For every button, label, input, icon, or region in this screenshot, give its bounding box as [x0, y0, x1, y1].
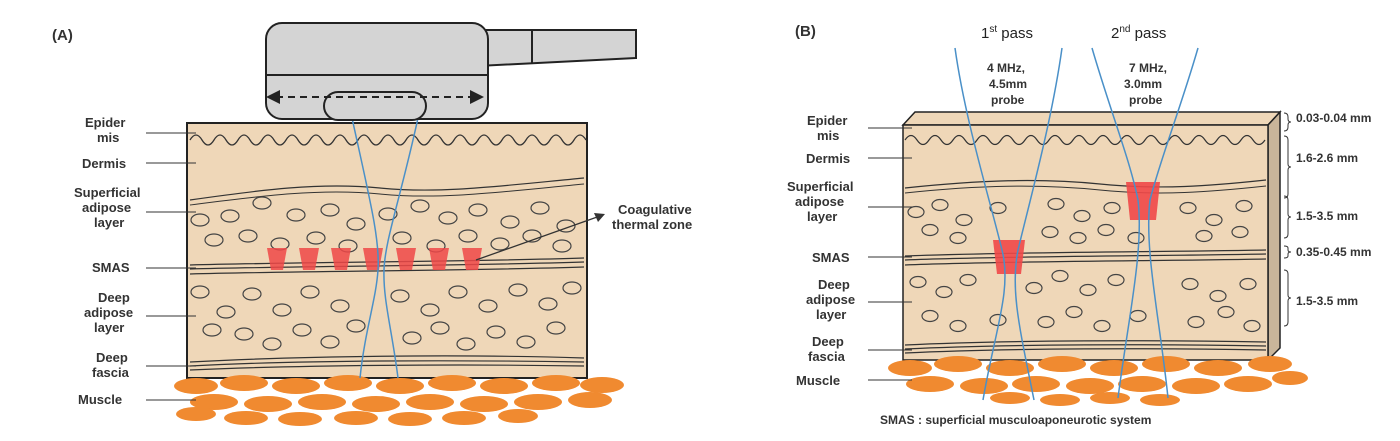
panel-b-label: (B): [795, 23, 816, 40]
b-label-deep-adipose: Deep: [818, 277, 850, 292]
panel-b-epidermis-line: [904, 134, 1266, 146]
panel-b-dermis-boundary-2: [904, 185, 1267, 194]
panel-a-transducer: [265, 22, 637, 121]
panel-b: (B) 1st pass 2nd pass 4 MHz, 4.5mm probe…: [787, 23, 1371, 427]
panel-b-skin-front-face: [902, 124, 1269, 361]
panel-a-leader-lines: [146, 132, 196, 401]
measure-epidermis: 0.03-0.04 mm: [1296, 111, 1371, 125]
panel-b-deep-fat-cells: [909, 269, 1261, 333]
pass1-probe-line1: 4 MHz,: [987, 61, 1025, 75]
panel-a-skin-block: [186, 122, 588, 379]
b-label-superficial: Superficial: [787, 179, 853, 194]
b-label-superficial-3: layer: [807, 209, 837, 224]
label-deep-adipose-3: layer: [94, 320, 124, 335]
panel-a-smas-line: [189, 261, 585, 270]
panel-b-dermis-boundary: [904, 179, 1267, 189]
panel-b-fascia-line: [904, 348, 1267, 354]
panel-b-fascia-line: [904, 344, 1267, 350]
pass1-beam: [954, 47, 1006, 401]
b-label-deep-adipose-2: adipose: [806, 292, 855, 307]
panel-a-callout-line2: thermal zone: [612, 217, 692, 232]
b-label-deep-fascia: Deep: [812, 334, 844, 349]
b-label-deep-fascia-2: fascia: [808, 349, 846, 364]
pass2-probe-line1: 7 MHz,: [1129, 61, 1167, 75]
panel-a-beam: [383, 117, 419, 379]
pass2-probe-line2: 3.0mm: [1124, 77, 1162, 91]
panel-b-smas-line: [904, 258, 1267, 266]
panel-b-muscle: [888, 356, 1308, 406]
pass1-thermal-zone: [993, 240, 1025, 274]
label-epidermis: Epider: [85, 115, 125, 130]
label-muscle: Muscle: [78, 392, 122, 407]
pass1-probe-line2: 4.5mm: [989, 77, 1027, 91]
pass2-beam: [1147, 47, 1199, 399]
panel-b-skin-side-face: [1267, 110, 1281, 362]
label-superficial-2: adipose: [82, 200, 131, 215]
label-epidermis-2: mis: [97, 130, 119, 145]
panel-a-thermal-zones: [267, 248, 482, 270]
panel-a-deep-fat-cells: [190, 281, 582, 351]
panel-b-leader-lines: [868, 127, 912, 381]
b-label-deep-adipose-3: layer: [816, 307, 846, 322]
label-dermis: Dermis: [82, 156, 126, 171]
label-deep-fascia: Deep: [96, 350, 128, 365]
label-deep-fascia-2: fascia: [92, 365, 130, 380]
panel-a-callout-line: [475, 215, 601, 261]
label-deep-adipose-2: adipose: [84, 305, 133, 320]
panel-b-measure-braces: [1283, 112, 1292, 327]
panel-a-label: (A): [52, 27, 73, 44]
b-label-smas: SMAS: [812, 250, 850, 265]
panel-a-callout-line1: Coagulative: [618, 202, 692, 217]
panel-a-fascia-line: [189, 355, 585, 363]
panel-a: (A): [52, 22, 692, 426]
panel-a-arrow-right: [470, 90, 484, 104]
panel-b-smas-line: [904, 253, 1267, 261]
panel-b-superficial-fat-cells: [907, 197, 1253, 245]
panel-a-smas-line: [189, 257, 585, 266]
panel-b-layer-labels: Epider mis Dermis Superficial adipose la…: [787, 113, 855, 388]
pass2-probe-line3: probe: [1129, 93, 1163, 107]
panel-a-callout-arrowhead: [594, 213, 605, 222]
b-label-epidermis: Epider: [807, 113, 847, 128]
pass1-heading: 1st pass: [981, 24, 1033, 42]
panel-b-smas-line: [904, 249, 1267, 257]
measure-superficial-adipose: 1.5-3.5 mm: [1296, 209, 1358, 223]
panel-a-fascia-line: [189, 360, 585, 367]
panel-a-dermis-boundary: [189, 177, 585, 201]
pass1-beam: [1014, 47, 1063, 401]
b-label-superficial-2: adipose: [795, 194, 844, 209]
panel-a-fascia-line: [189, 364, 585, 371]
measure-deep-adipose: 1.5-3.5 mm: [1296, 294, 1358, 308]
panel-a-arrow-left: [266, 90, 280, 104]
b-label-dermis: Dermis: [806, 151, 850, 166]
pass2-beam: [1091, 47, 1141, 399]
panel-a-epidermis-line: [189, 134, 587, 146]
label-deep-adipose: Deep: [98, 290, 130, 305]
panel-a-layer-labels: Epider mis Dermis Superficial adipose la…: [74, 115, 140, 407]
b-label-muscle: Muscle: [796, 373, 840, 388]
panel-b-skin-top-face: [901, 111, 1282, 126]
panel-a-smas-line: [189, 266, 585, 275]
pass1-probe-line3: probe: [991, 93, 1025, 107]
label-smas: SMAS: [92, 260, 130, 275]
label-superficial: Superficial: [74, 185, 140, 200]
panel-b-fascia-line: [904, 340, 1267, 346]
measure-smas: 0.35-0.45 mm: [1296, 245, 1371, 259]
panel-a-dermis-boundary-2: [189, 183, 585, 206]
pass2-thermal-zone: [1126, 182, 1160, 220]
pass2-heading: 2nd pass: [1111, 24, 1166, 42]
b-label-epidermis-2: mis: [817, 128, 839, 143]
panel-a-muscle: [174, 375, 624, 426]
panel-a-superficial-fat-cells: [190, 196, 576, 253]
panel-a-beam: [351, 117, 380, 379]
footnote: SMAS : superficial musculoaponeurotic sy…: [880, 413, 1151, 427]
label-superficial-3: layer: [94, 215, 124, 230]
measure-dermis: 1.6-2.6 mm: [1296, 151, 1358, 165]
